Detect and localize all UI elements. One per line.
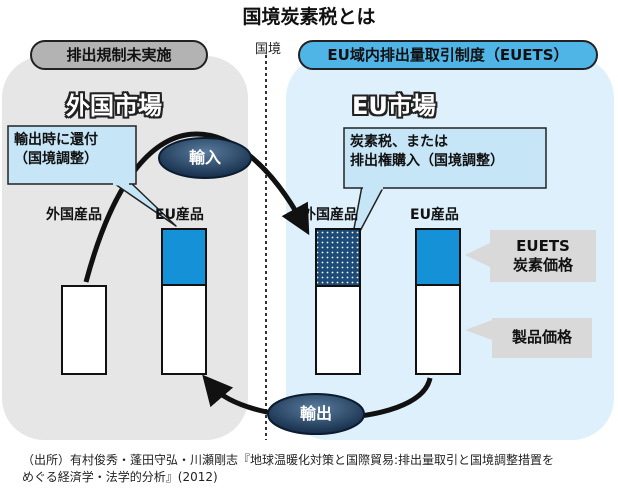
import-arrow [83,131,310,283]
page-title: 国境炭素税とは [242,6,376,28]
border-label: 国境 [254,42,281,57]
foreign-regime-header: 排出規制未実施 [30,40,208,70]
eu-regime-header: EU域内排出量取引制度（EUETS） [298,40,598,70]
foreign-product-bar [61,285,107,375]
import-product-label: 外国産品 [302,207,358,223]
product-price-label: 製品価格 [511,328,572,346]
eu-note-box [343,127,547,189]
product-price-pointer [465,320,492,340]
export-label: 輸出 [299,404,332,423]
eu-product-carbon-bar [161,228,207,286]
foreign-note-box [7,125,137,185]
import-label: 輸入 [188,148,221,167]
eu-note-text: 炭素税、または 排出権購入（国境調整） [350,134,504,169]
import-pill [158,137,252,179]
carbon-price-pointer [465,243,490,267]
product-price-label-box [492,318,592,358]
export-pill [267,393,365,435]
import-base-bar [315,285,361,375]
eu-market-title: EU市場 [352,92,436,120]
source-citation: （出所）有村俊秀・蓬田守弘・川瀬剛志『地球温暖化対策と国際貿易:排出量取引と国境… [22,453,555,484]
carbon-price-label-box [490,230,596,282]
carbon-price-label: EUETS 炭素価格 [512,237,573,274]
eu-market-base-bar [415,284,461,375]
eu-product-label-right: EU産品 [410,207,459,223]
eu-product-base-bar [161,284,207,375]
import-adjustment-bar [315,228,361,287]
foreign-market-title: 外国市場 [66,92,162,120]
foreign-note-text: 輸出時に還付 （国境調整） [14,132,98,167]
eu-market-carbon-bar [415,228,461,286]
eu-product-label-left: EU産品 [155,207,204,223]
foreign-product-label: 外国産品 [46,207,102,223]
